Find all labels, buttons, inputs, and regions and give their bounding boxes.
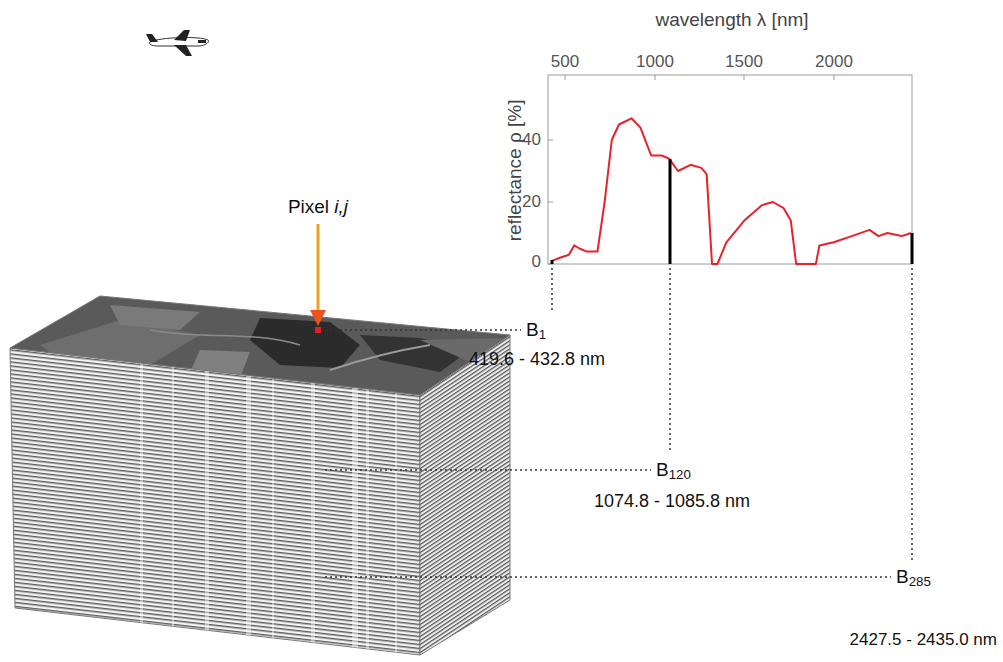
band-marker: [669, 159, 672, 264]
band-range: 2427.5 - 2435.0 nm: [850, 630, 997, 650]
airplane-icon: [146, 30, 209, 56]
cube-top-image: [10, 296, 510, 395]
tick-label: 20: [522, 192, 541, 212]
tick-label: 500: [551, 52, 579, 72]
band-name: B285: [896, 566, 931, 589]
tick-label: 2000: [815, 52, 853, 72]
pixel-arrow-head: [310, 310, 326, 326]
band-range: 1074.8 - 1085.8 nm: [594, 491, 750, 513]
reflectance-curve: [552, 118, 911, 264]
tick-label: 40: [522, 130, 541, 150]
band-marker: [911, 233, 914, 264]
pixel-label: Pixel i,j: [288, 196, 348, 219]
band-marker: [551, 260, 554, 264]
cube-front-face: [10, 348, 420, 655]
pixel-arrow: [317, 224, 320, 312]
tick-label: 0: [532, 252, 541, 272]
tick-label: 1000: [636, 52, 674, 72]
leader-lines: [325, 268, 912, 577]
band-range: 419.6 - 432.8 nm: [469, 349, 605, 371]
pixel-marker: [315, 327, 321, 333]
aerial-image-texture: [40, 305, 505, 385]
band-name: B1: [526, 319, 546, 342]
spectrum-chart: [548, 75, 912, 264]
axis-title: reflectance ρ [%]: [505, 99, 528, 241]
axis-title: wavelength λ [nm]: [655, 9, 808, 32]
band-name: B120: [656, 459, 691, 482]
tick-label: 1500: [725, 52, 763, 72]
